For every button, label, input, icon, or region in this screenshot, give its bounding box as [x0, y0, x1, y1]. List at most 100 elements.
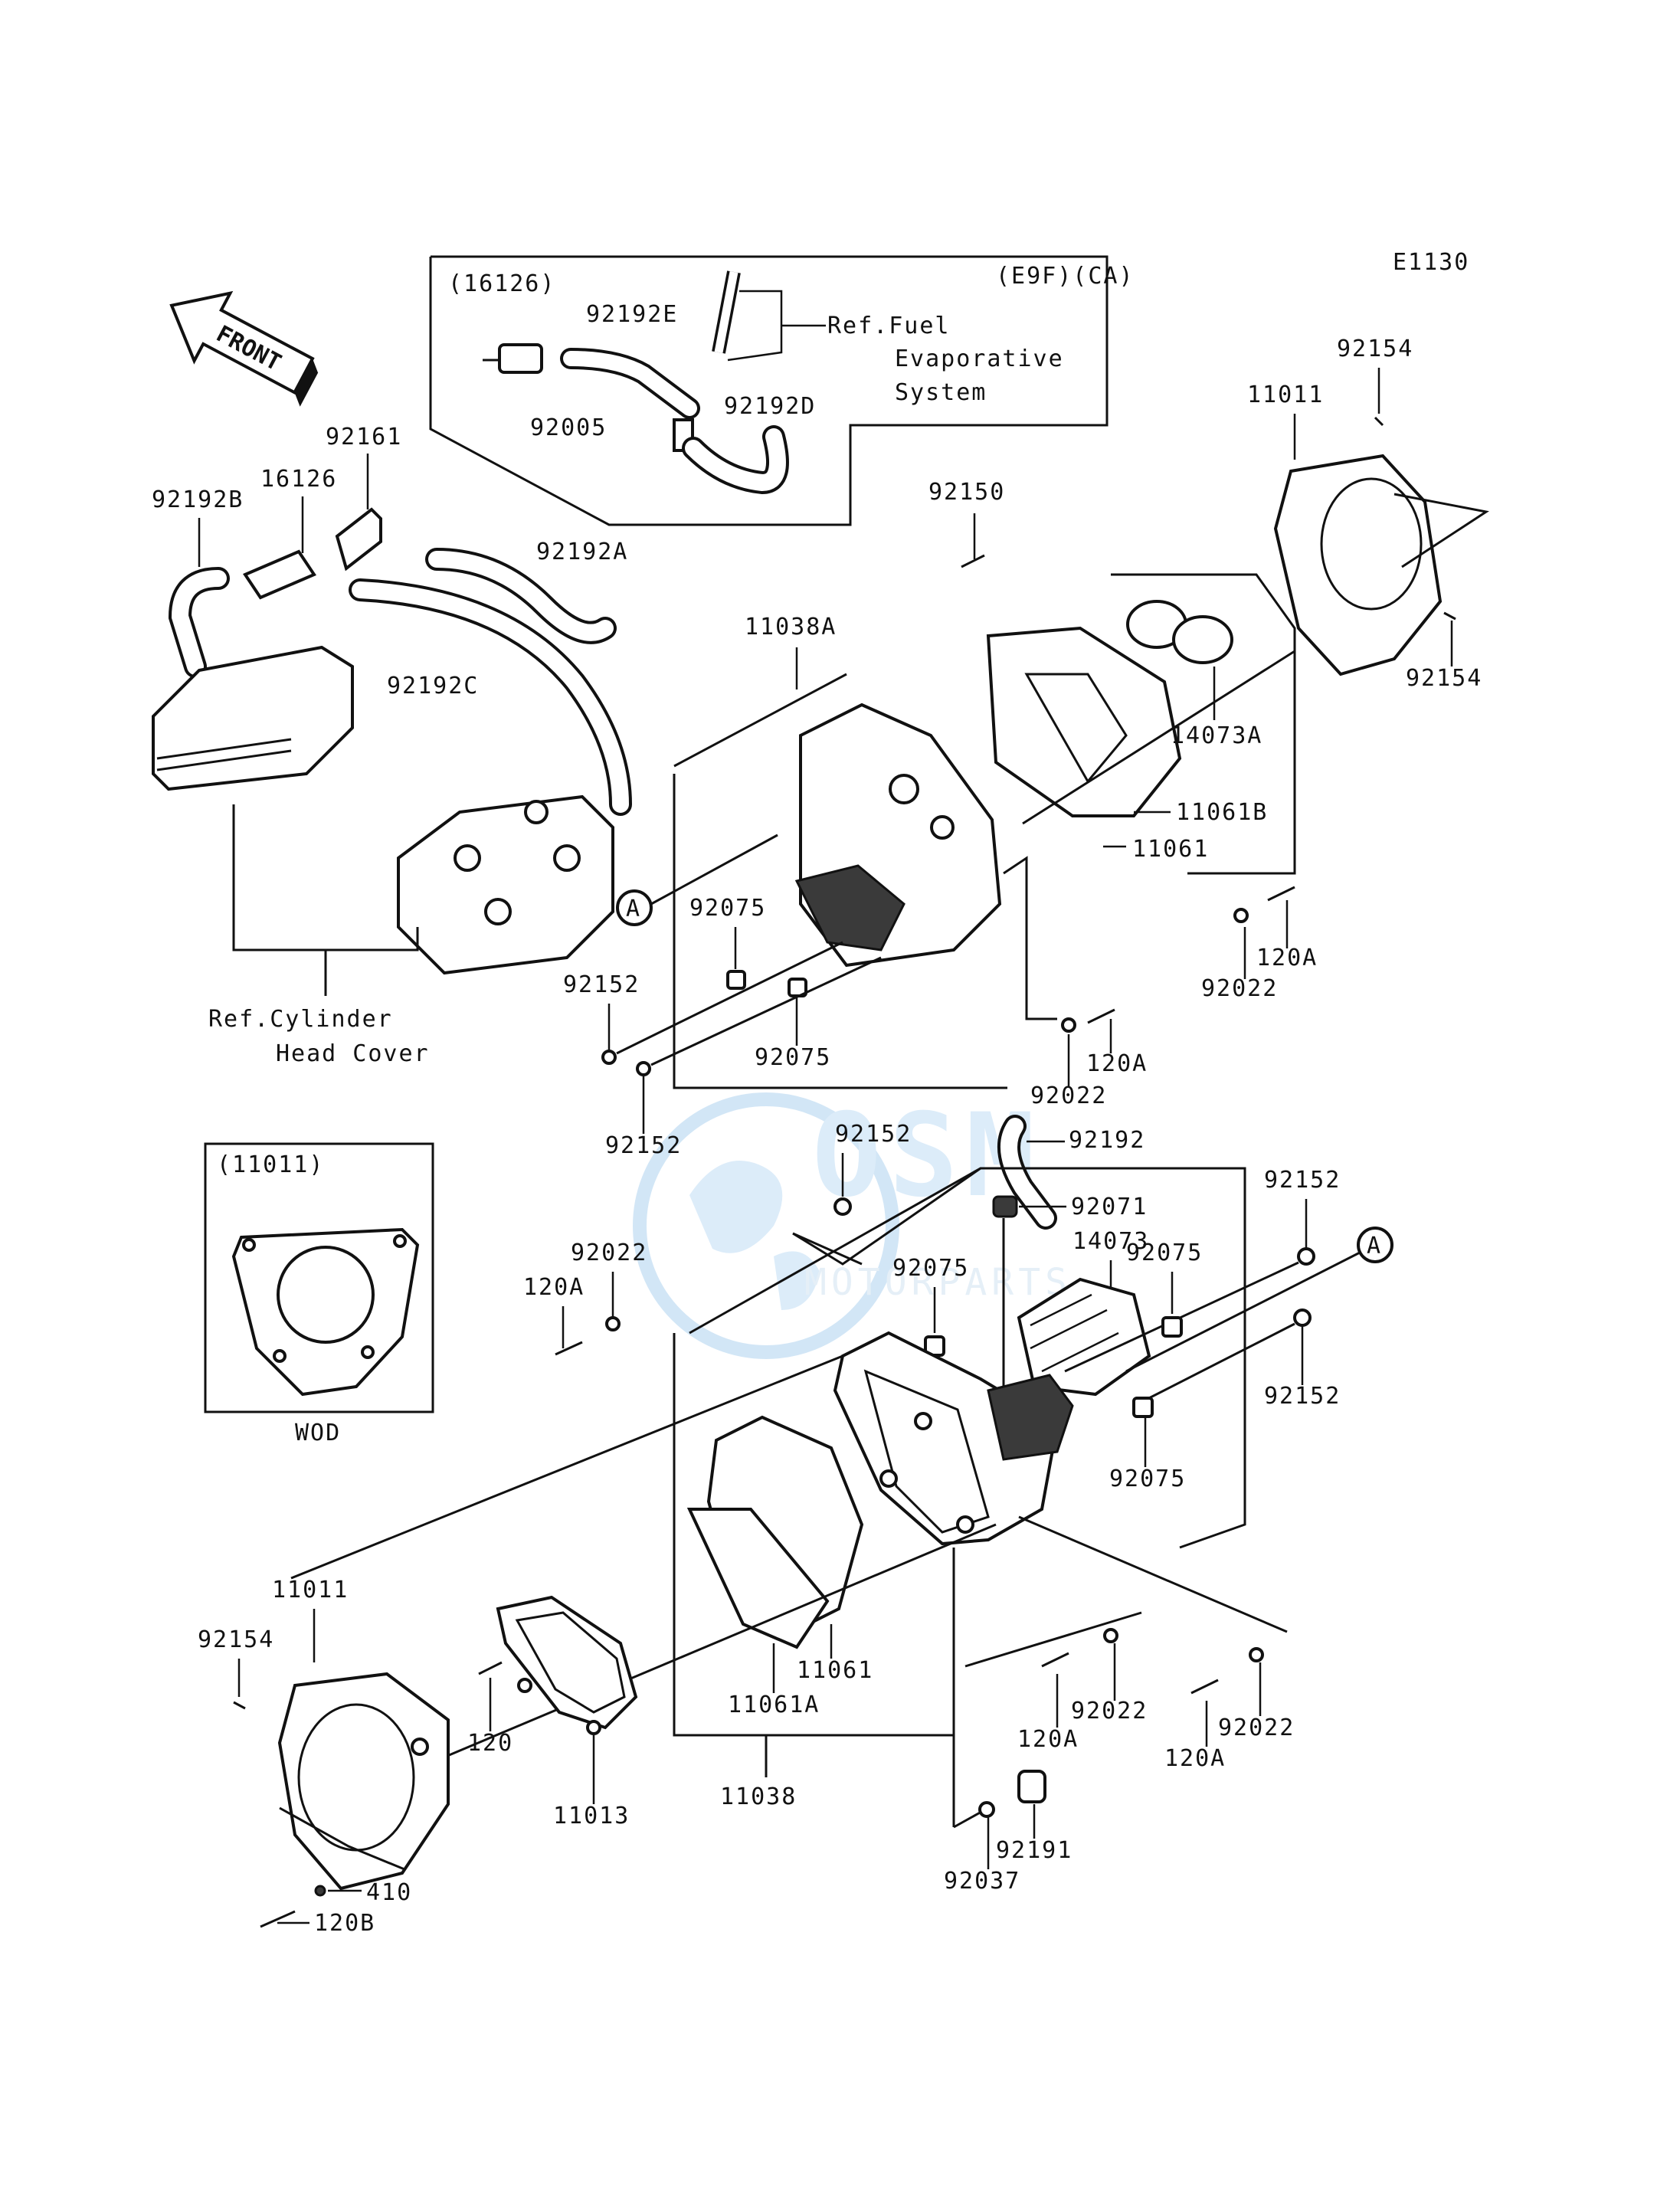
element-11061B [1024, 673, 1128, 784]
axis-92152-2 [650, 956, 882, 1066]
marker-a-top-line [650, 834, 778, 906]
housing-11038A-port-2 [930, 815, 955, 840]
front-arrow: FRONT [169, 290, 319, 407]
bracket-92161 [335, 507, 382, 572]
hose-92192D-inner [685, 428, 786, 492]
housing-11038-boss-2 [879, 1469, 898, 1488]
ref-fuel-line3: System [895, 379, 987, 406]
cover-bolt-2 [553, 844, 581, 872]
bracket-element-frame [1111, 573, 1296, 875]
inset-wod: (11011) WOD [204, 1142, 434, 1446]
axis-housing-lower [359, 1523, 997, 1794]
marker-a-top-label: A [626, 896, 640, 922]
label-11013: 11013 [553, 1803, 630, 1829]
axis-92152-4 [1064, 1261, 1299, 1373]
label-11011-top: 11011 [1247, 382, 1324, 408]
inset-wod-frame [204, 1142, 434, 1413]
cover-bolt-3 [484, 898, 512, 925]
label-120: 120 [467, 1730, 513, 1757]
label-92154-top1: 92154 [1337, 336, 1413, 362]
label-92152-1: 92152 [563, 971, 640, 998]
label-92150: 92150 [928, 479, 1005, 506]
screw-92154-top1 [1374, 416, 1384, 427]
bolt-92152-5 [1293, 1308, 1312, 1327]
label-92192D: 92192D [724, 393, 816, 420]
axis-92152-5 [1141, 1322, 1295, 1403]
cap-92191 [1017, 1770, 1046, 1803]
label-11061B: 11061B [1176, 799, 1268, 826]
hose-92192E-inner [563, 351, 697, 416]
label-92152-2: 92152 [605, 1132, 682, 1159]
cover-wod-boss-1 [242, 1238, 256, 1252]
label-92022-3: 92022 [571, 1240, 647, 1266]
air-cleaner-cover-11011-top [1273, 454, 1443, 676]
washer-92022-5 [1249, 1647, 1264, 1662]
inset-evaporative: (16126) (E9F)(CA) 92192E 92005 92192D Re… [429, 255, 1135, 526]
cover-11011-wod-ring [277, 1246, 375, 1344]
bracket-element-line [1022, 650, 1295, 825]
bolt-120A-4 [1041, 1652, 1069, 1668]
marker-a-bottom-label: A [1367, 1233, 1380, 1259]
grommet-92075-5 [1132, 1397, 1154, 1418]
bracket-11038A-top [673, 673, 847, 768]
label-16126: 16126 [260, 466, 337, 493]
label-120A-2: 120A [1086, 1050, 1148, 1077]
holder-11013-inner [515, 1611, 626, 1714]
housing-11038A-port [889, 774, 919, 804]
marker-a-bottom-line [1125, 1251, 1361, 1373]
cover-wod-boss-4 [361, 1345, 375, 1359]
hose-92192C-inner [352, 581, 629, 813]
ref-pipe-inner [714, 270, 738, 354]
upper-air-cleaner-group: 92150 11038A 11061B 11061 14073A 11011 [563, 336, 1489, 1159]
housing-11038A-intake [794, 864, 905, 951]
watermark-globe-continents [689, 1161, 820, 1310]
label-120A-3: 120A [523, 1274, 585, 1301]
label-11061A: 11061A [728, 1692, 820, 1718]
clamp-92037 [978, 1801, 995, 1818]
housing-11038-boss-3 [956, 1515, 974, 1534]
ref-cylinder-bracket [232, 804, 419, 951]
inset-evaporative-frame [429, 255, 1109, 526]
inset-variant: (E9F)(CA) [996, 263, 1135, 290]
washer-92022-4 [1103, 1628, 1118, 1643]
bolt-120A-2 [1087, 1008, 1115, 1024]
cover-bolt-1 [454, 844, 481, 872]
holder-11013-boss-1 [517, 1678, 532, 1693]
bolt-92152-2 [636, 1061, 651, 1076]
label-92154-bottom: 92154 [198, 1626, 274, 1653]
label-120B: 120B [314, 1910, 375, 1937]
washer-92022-2 [1061, 1017, 1076, 1033]
label-92192C: 92192C [387, 673, 479, 699]
cover-11011-top-opening [1320, 477, 1423, 611]
label-92022-1: 92022 [1201, 975, 1278, 1002]
bracket-lower-right [1179, 1425, 1246, 1549]
diagram-code: E1130 [1393, 249, 1469, 276]
watermark-motorparts: MOTORPARTS [804, 1261, 1072, 1304]
label-92192E: 92192E [586, 301, 678, 328]
screw-120B [260, 1910, 296, 1928]
bolt-120A-5 [1190, 1679, 1219, 1695]
inset-wod-part-ref: (11011) [217, 1151, 324, 1178]
label-120A-5: 120A [1164, 1745, 1226, 1772]
label-92161: 92161 [326, 424, 402, 450]
label-92191: 92191 [996, 1837, 1073, 1864]
valve-16126 [243, 549, 316, 600]
label-92152-4: 92152 [1264, 1167, 1341, 1194]
marker-a-bottom [1357, 1227, 1393, 1263]
label-92192A: 92192A [536, 539, 628, 565]
element-holder-11013 [496, 1595, 638, 1730]
air-cleaner-housing-11038 [833, 1331, 1059, 1546]
cylinder-head-group: 92161 16126 92192B 92192A 92192C R [152, 424, 632, 1067]
hose-92192B-inner [171, 570, 227, 675]
bolt-92150 [961, 554, 985, 568]
bolt-120A-3 [555, 1341, 583, 1356]
seal-14073A-right [1172, 615, 1233, 664]
label-120A-4: 120A [1017, 1726, 1079, 1753]
screw-92154-bottom [233, 1701, 246, 1710]
axis-120A-5 [1018, 1515, 1288, 1633]
valve-16126-inset [498, 343, 543, 374]
label-14073A: 14073A [1171, 722, 1262, 749]
bracket-11038A [673, 774, 1007, 1089]
